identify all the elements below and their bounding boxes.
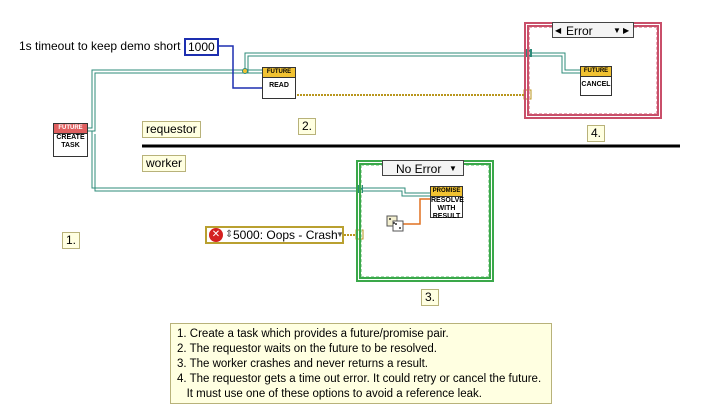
cancel-header: FUTURE bbox=[581, 67, 611, 77]
step-label-4: 4. bbox=[587, 125, 606, 142]
case-prev-arrow-icon[interactable]: ◀ bbox=[555, 26, 562, 35]
ref-wire-upper bbox=[88, 69, 262, 129]
create-task-line2: TASK bbox=[61, 142, 80, 149]
resolve-line1: RESOLVE bbox=[431, 197, 464, 204]
error-code-spin-icon[interactable]: ⇕ bbox=[225, 229, 234, 240]
timeout-constant[interactable]: 1000 bbox=[184, 38, 219, 56]
note-line-1: 1. Create a task which provides a future… bbox=[177, 328, 449, 340]
worker-case-label: No Error bbox=[396, 162, 442, 176]
read-header: FUTURE bbox=[263, 68, 295, 78]
create-task-node[interactable]: FUTURE CREATE TASK bbox=[53, 123, 88, 157]
error-case-selector[interactable]: ◀ Error ▼ ▶ bbox=[552, 22, 634, 38]
worker-case-selector[interactable]: No Error ▼ bbox=[382, 160, 464, 176]
notes-box: 1. Create a task which provides a future… bbox=[170, 323, 552, 404]
step-label-2: 2. bbox=[298, 118, 317, 135]
read-line1: READ bbox=[269, 82, 289, 89]
ref-wire-to-error-case bbox=[244, 52, 528, 70]
future-read-node[interactable]: FUTURE READ bbox=[262, 67, 296, 99]
case-dropdown-icon[interactable]: ▼ bbox=[613, 26, 621, 35]
error-cluster-constant[interactable]: ✕ ⇕ 5000: Oops - Crash ▼ bbox=[205, 226, 344, 244]
resolve-line2: WITH bbox=[437, 205, 456, 212]
note-line-2: 2. The requestor waits on the future to … bbox=[177, 343, 437, 355]
requestor-label: requestor bbox=[142, 121, 201, 138]
worker-case-dropdown-icon[interactable]: ▼ bbox=[449, 164, 457, 173]
note-line-3: 3. The worker crashes and never returns … bbox=[177, 358, 428, 370]
variant-wire bbox=[402, 198, 430, 225]
worker-case-structure[interactable] bbox=[356, 160, 494, 282]
cancel-line1: CANCEL bbox=[581, 81, 611, 88]
dice-icon[interactable] bbox=[386, 213, 404, 233]
note-line-5: It must use one of these options to avoi… bbox=[177, 388, 482, 400]
ref-wire-lower bbox=[88, 130, 358, 189]
create-task-line1: CREATE bbox=[56, 134, 85, 141]
create-task-header: FUTURE bbox=[54, 124, 87, 134]
promise-resolve-node[interactable]: PROMISE RESOLVE WITH RESULT bbox=[430, 186, 464, 220]
resolve-line3: RESULT bbox=[432, 213, 461, 220]
error-code-text: 5000: Oops - Crash bbox=[233, 228, 338, 242]
step-label-3: 3. bbox=[421, 289, 440, 306]
note-line-4: 4. The requestor gets a time out error. … bbox=[177, 373, 542, 385]
case-next-arrow-icon[interactable]: ▶ bbox=[623, 26, 630, 35]
step-label-1: 1. bbox=[62, 232, 81, 249]
resolve-header: PROMISE bbox=[431, 187, 462, 197]
future-cancel-node[interactable]: FUTURE CANCEL bbox=[580, 66, 612, 96]
int-wire bbox=[213, 45, 262, 89]
worker-label: worker bbox=[142, 155, 187, 172]
error-status-icon: ✕ bbox=[209, 228, 223, 242]
timeout-label: 1s timeout to keep demo short bbox=[19, 39, 181, 53]
error-case-label: Error bbox=[566, 24, 593, 38]
error-dropdown-icon[interactable]: ▼ bbox=[336, 230, 344, 239]
